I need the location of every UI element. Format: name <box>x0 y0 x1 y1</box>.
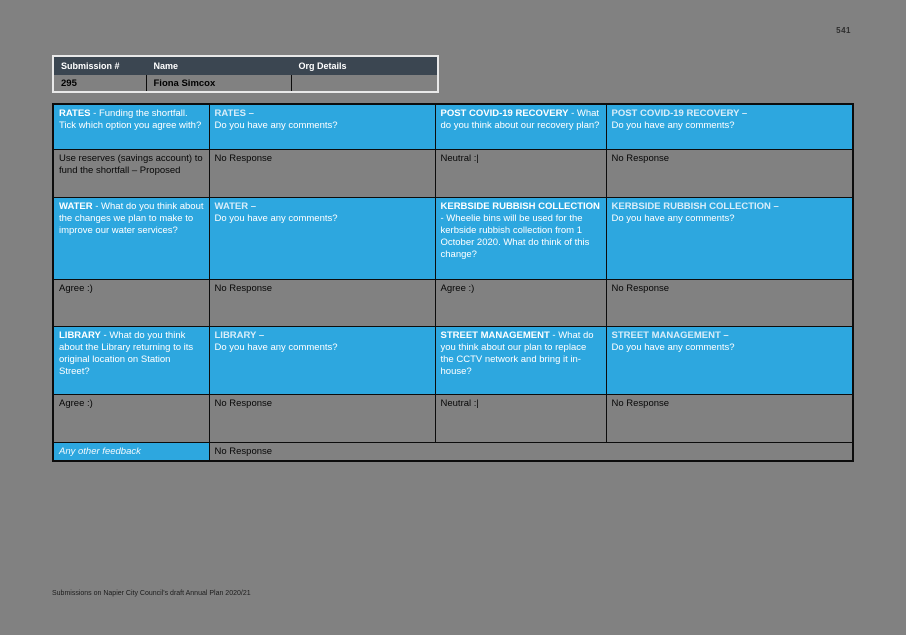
answer-cell: No Response <box>208 148 436 198</box>
answer-cell: Agree :) <box>52 393 210 443</box>
question-category: KERBSIDE RUBBISH COLLECTION <box>440 200 600 212</box>
question-category: RATES <box>59 108 91 119</box>
question-row-1: RATES - Funding the shortfall. Tick whic… <box>52 103 854 150</box>
question-category: POST COVID-19 RECOVERY – <box>611 108 748 119</box>
question-category: STREET MANAGEMENT – <box>611 329 729 341</box>
question-cell-street-comments: STREET MANAGEMENT – Do you have any comm… <box>605 325 854 395</box>
question-cell-library-comments: LIBRARY – Do you have any comments? <box>208 325 436 395</box>
answer-cell: No Response <box>605 148 854 198</box>
answer-cell: No Response <box>605 278 854 327</box>
answer-cell: No Response <box>208 278 436 327</box>
answer-row-2: Agree :) No Response Agree :) No Respons… <box>52 278 854 327</box>
answer-cell: Agree :) <box>434 278 607 327</box>
question-text: Do you have any comments? <box>214 212 338 224</box>
question-cell-library: LIBRARY - What do you think about the Li… <box>52 325 210 395</box>
answer-cell: No Response <box>208 393 436 443</box>
question-category: LIBRARY – <box>214 329 265 341</box>
org-details-header: Org Details <box>290 55 439 75</box>
submission-number-cell: 295 <box>52 74 147 93</box>
question-cell-water-comments: WATER – Do you have any comments? <box>208 196 436 280</box>
question-text: Do you have any comments? <box>611 120 735 131</box>
name-header: Name <box>145 55 292 75</box>
question-text: - Funding the shortfall. Tick which opti… <box>59 108 202 131</box>
question-category: WATER <box>59 200 93 212</box>
question-category: RATES – <box>214 108 254 119</box>
question-cell-covid-recovery: POST COVID-19 RECOVERY - What do you thi… <box>434 103 607 150</box>
question-text: - What do you think about the Library re… <box>59 329 194 377</box>
document-footer: Submissions on Napier City Council's dra… <box>52 590 251 597</box>
question-text: - What do you think about our recovery p… <box>440 108 600 131</box>
answer-row-3: Agree :) No Response Neutral :| No Respo… <box>52 393 854 443</box>
question-category: POST COVID-19 RECOVERY <box>440 108 569 119</box>
answer-cell: Neutral :| <box>434 148 607 198</box>
question-text: - What do you think about the changes we… <box>59 200 204 236</box>
question-text: Do you have any comments? <box>611 212 735 224</box>
question-text: - What do you think about our plan to re… <box>440 329 594 377</box>
question-text: Do you have any comments? <box>214 341 338 353</box>
question-cell-covid-comments: POST COVID-19 RECOVERY – Do you have any… <box>605 103 854 150</box>
question-row-2: WATER - What do you think about the chan… <box>52 196 854 280</box>
feedback-row: Any other feedback No Response <box>52 441 854 462</box>
submission-number-header: Submission # <box>52 55 147 75</box>
question-row-3: LIBRARY - What do you think about the Li… <box>52 325 854 395</box>
question-text: Do you have any comments? <box>214 120 338 131</box>
submitter-name-cell: Fiona Simcox <box>145 74 292 93</box>
question-cell-kerbside-comments: KERBSIDE RUBBISH COLLECTION – Do you hav… <box>605 196 854 280</box>
question-cell-rates-comments: RATES – Do you have any comments? <box>208 103 436 150</box>
answer-cell: Use reserves (savings account) to fund t… <box>52 148 210 198</box>
page-number: 541 <box>836 26 851 35</box>
question-category: KERBSIDE RUBBISH COLLECTION – <box>611 200 779 212</box>
question-cell-kerbside: KERBSIDE RUBBISH COLLECTION - Wheelie bi… <box>434 196 607 280</box>
question-category: STREET MANAGEMENT <box>440 329 550 341</box>
feedback-answer-cell: No Response <box>208 441 854 462</box>
survey-responses-table: RATES - Funding the shortfall. Tick whic… <box>52 103 854 462</box>
question-cell-water: WATER - What do you think about the chan… <box>52 196 210 280</box>
question-cell-rates: RATES - Funding the shortfall. Tick whic… <box>52 103 210 150</box>
question-category: WATER – <box>214 200 257 212</box>
question-category: LIBRARY <box>59 329 101 341</box>
answer-cell: Agree :) <box>52 278 210 327</box>
feedback-label-cell: Any other feedback <box>52 441 210 462</box>
submission-data-row: 295 Fiona Simcox <box>52 74 439 93</box>
answer-cell: Neutral :| <box>434 393 607 443</box>
answer-cell: No Response <box>605 393 854 443</box>
answer-row-1: Use reserves (savings account) to fund t… <box>52 148 854 198</box>
submission-header-row: Submission # Name Org Details <box>52 55 439 75</box>
org-details-cell <box>290 74 439 93</box>
submission-info-table: Submission # Name Org Details 295 Fiona … <box>52 55 439 93</box>
question-cell-street-management: STREET MANAGEMENT - What do you think ab… <box>434 325 607 395</box>
question-text: Do you have any comments? <box>611 341 735 353</box>
question-text: - Wheelie bins will be used for the kerb… <box>440 212 590 260</box>
